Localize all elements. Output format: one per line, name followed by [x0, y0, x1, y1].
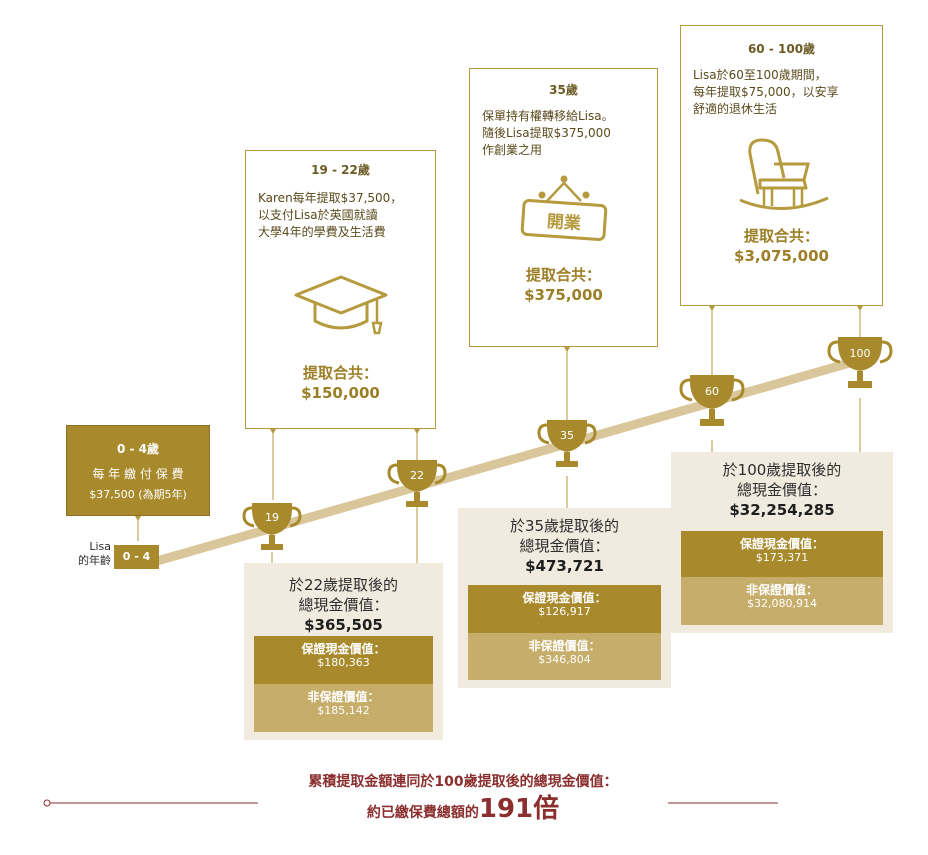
- panel-total: $365,505: [304, 616, 383, 634]
- trophy-label: 22: [410, 469, 424, 482]
- panel-title: 於22歲提取後的 總現金價值：: [288, 576, 399, 614]
- trophy-icon-60: 60: [679, 375, 745, 426]
- milestone-box-university: 19 - 22歲 Karen每年提取$37,500， 以支付Lisa於英國就讀 …: [245, 150, 436, 429]
- trophy-label: 100: [850, 347, 871, 360]
- cash-value-panel-100: 於100歲提取後的 總現金價值： $32,254,285 保證現金價值： $17…: [671, 452, 893, 633]
- non-guaranteed-label: 非保證價值：: [528, 639, 601, 653]
- panel-total: $473,721: [525, 557, 604, 575]
- milestone-description: Lisa於60至100歲期間， 每年提取$75,000，以安享 舒適的退休生活: [693, 68, 839, 116]
- guaranteed-label: 保證現金價值：: [739, 537, 824, 551]
- connector-lines: [137, 306, 861, 563]
- footer-rule: [43, 799, 778, 807]
- footer-line1: 累積提取金額連同於100歲提取後的總現金價值：: [308, 774, 618, 790]
- trophy-label: 60: [705, 385, 719, 398]
- trophy-icon-35: 35: [537, 420, 597, 467]
- milestone-total-value: $375,000: [524, 286, 603, 304]
- cash-value-panel-22: 於22歲提取後的 總現金價值： $365,505 保證現金價值： $180,36…: [244, 563, 443, 740]
- panel-total: $32,254,285: [729, 501, 835, 519]
- milestone-total-value: $150,000: [301, 384, 380, 402]
- start-premium-box: 0 - 4歲 每 年 繳 付 保 費 $37,500 (為期5年): [66, 425, 210, 516]
- milestone-description: Karen每年提取$37,500， 以支付Lisa於英國就讀 大學4年的學費及生…: [258, 191, 403, 239]
- guaranteed-band: 保證現金價值： $180,363: [254, 636, 433, 684]
- guaranteed-value: $180,363: [317, 656, 370, 669]
- milestone-box-retirement: 60 - 100歲 Lisa於60至100歲期間， 每年提取$75,000，以安…: [680, 25, 883, 306]
- graduation-cap-icon: [294, 275, 387, 335]
- footer-summary: 累積提取金額連同於100歲提取後的總現金價值： 約已繳保費總額的191倍: [258, 772, 668, 830]
- footer-line2-prefix: 約已繳保費總額的: [366, 805, 479, 821]
- open-sign-text: 開業: [546, 211, 581, 234]
- cash-value-panel-35: 於35歲提取後的 總現金價值： $473,721 保證現金價值： $126,91…: [458, 508, 671, 688]
- non-guaranteed-value: $185,142: [317, 704, 370, 717]
- milestone-total-label: 提取合共：: [525, 266, 601, 284]
- milestone-title: 60 - 100歲: [747, 42, 816, 56]
- start-line2: $37,500 (為期5年): [89, 488, 187, 501]
- milestone-title: 19 - 22歲: [311, 163, 370, 177]
- trophy-label: 35: [560, 429, 574, 442]
- guaranteed-label: 保證現金價值：: [522, 591, 607, 605]
- non-guaranteed-label: 非保證價值：: [307, 690, 380, 704]
- rocking-chair-icon: [738, 138, 829, 210]
- trophy-icon-100: 100: [827, 337, 893, 388]
- non-guaranteed-value: $346,804: [538, 653, 591, 666]
- open-sign-icon: 開業: [520, 175, 607, 241]
- trophy-label: 19: [265, 511, 279, 524]
- milestone-box-business: 35歲 保單持有權轉移給Lisa。 隨後Lisa提取$375,000 作創業之用…: [469, 68, 658, 347]
- non-guaranteed-value: $32,080,914: [747, 597, 817, 610]
- panel-title: 於35歲提取後的 總現金價值：: [509, 517, 620, 555]
- footer-line2: 約已繳保費總額的191倍: [258, 792, 668, 830]
- milestone-total-label: 提取合共：: [743, 227, 819, 245]
- footer-multiplier: 191倍: [478, 794, 560, 824]
- guaranteed-label: 保證現金價值：: [301, 642, 386, 656]
- start-title: 0 - 4歲: [116, 442, 160, 456]
- non-guaranteed-band: 非保證價值： $32,080,914: [681, 577, 883, 625]
- age-start-badge: 0 - 4: [114, 545, 159, 569]
- guaranteed-band: 保證現金價值： $126,917: [468, 585, 661, 633]
- guaranteed-band: 保證現金價值： $173,371: [681, 531, 883, 577]
- non-guaranteed-label: 非保證價值：: [745, 583, 818, 597]
- panel-title: 於100歲提取後的 總現金價值：: [722, 461, 842, 499]
- milestone-title: 35歲: [549, 83, 578, 97]
- start-line1: 每 年 繳 付 保 費: [92, 467, 184, 481]
- milestone-total-label: 提取合共：: [302, 364, 378, 382]
- trophy-icon-19: 19: [242, 503, 302, 550]
- milestone-total-value: $3,075,000: [734, 247, 829, 265]
- non-guaranteed-band: 非保證價值： $346,804: [468, 633, 661, 680]
- guaranteed-value: $126,917: [538, 605, 591, 618]
- age-axis-label: Lisa 的年齡: [78, 540, 111, 567]
- non-guaranteed-band: 非保證價值： $185,142: [254, 684, 433, 732]
- trophy-icon-22: 22: [387, 460, 447, 507]
- milestone-description: 保單持有權轉移給Lisa。 隨後Lisa提取$375,000 作創業之用: [482, 109, 614, 157]
- guaranteed-value: $173,371: [755, 551, 809, 564]
